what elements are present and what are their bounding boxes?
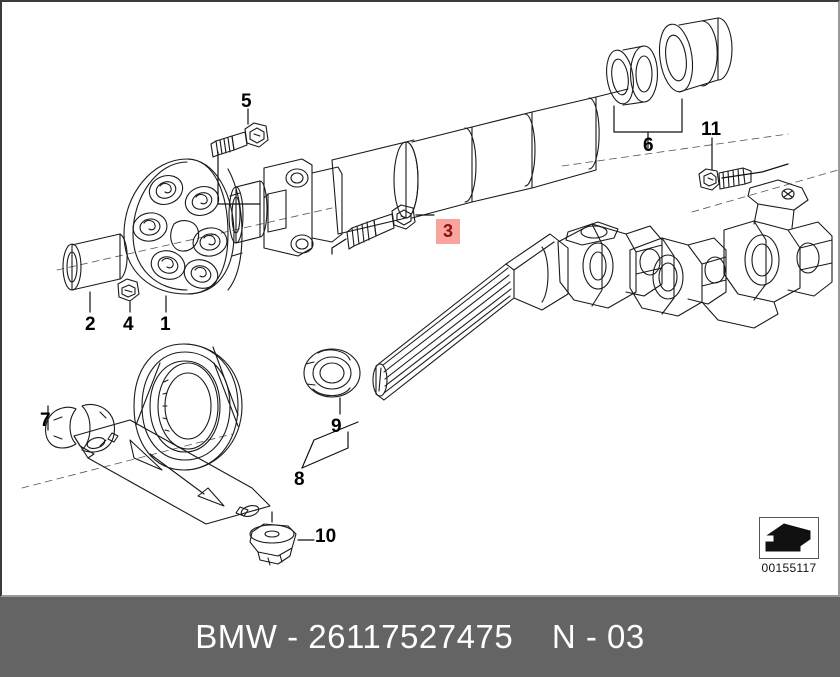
part-hex-bolt-upper [210,122,269,158]
diagram-id-number: 00155117 [761,561,817,575]
callout-7: 7 [40,410,51,431]
front-universal-joint [228,158,343,257]
part-sleeve-ring-set [606,17,733,106]
diagram-id-block: 00155117 [750,517,828,581]
callout-4: 4 [123,314,134,335]
driveshaft-tube-front [331,88,629,235]
callout-9: 9 [331,416,342,437]
splined-shaft [372,221,663,401]
callout-6: 6 [643,135,654,156]
part-self-locking-nut [117,278,140,302]
part-center-bearing [303,348,361,398]
rear-universal-joint [629,179,833,329]
callout-10: 10 [315,526,337,547]
part-center-bearing-support [73,343,271,525]
part-flex-disc [123,158,243,295]
footer-part-label: BMW - 26117527475 N - 03 [195,618,645,655]
diagram-canvas: 2 4 1 5 3 6 11 7 9 8 10 00155117 [0,0,840,597]
driveshaft-assembly-drawing [21,17,838,566]
callout-1: 1 [160,314,171,335]
part-centering-bushing [62,233,128,291]
part-snap-ring-circlip [44,403,116,453]
callout-3-highlighted[interactable]: 3 [436,219,461,244]
callout-11: 11 [701,119,722,140]
callout-2: 2 [85,314,96,335]
part-hex-bolt-rear [698,167,752,191]
part-hex-nut-lower [249,523,297,566]
part-hex-bolt-flange [346,204,416,250]
leader-lines [47,98,789,541]
callout-8: 8 [294,469,305,490]
footer-bar: BMW - 26117527475 N - 03 [0,597,840,677]
arrow-direction-icon [759,517,819,559]
callout-5: 5 [241,91,252,112]
